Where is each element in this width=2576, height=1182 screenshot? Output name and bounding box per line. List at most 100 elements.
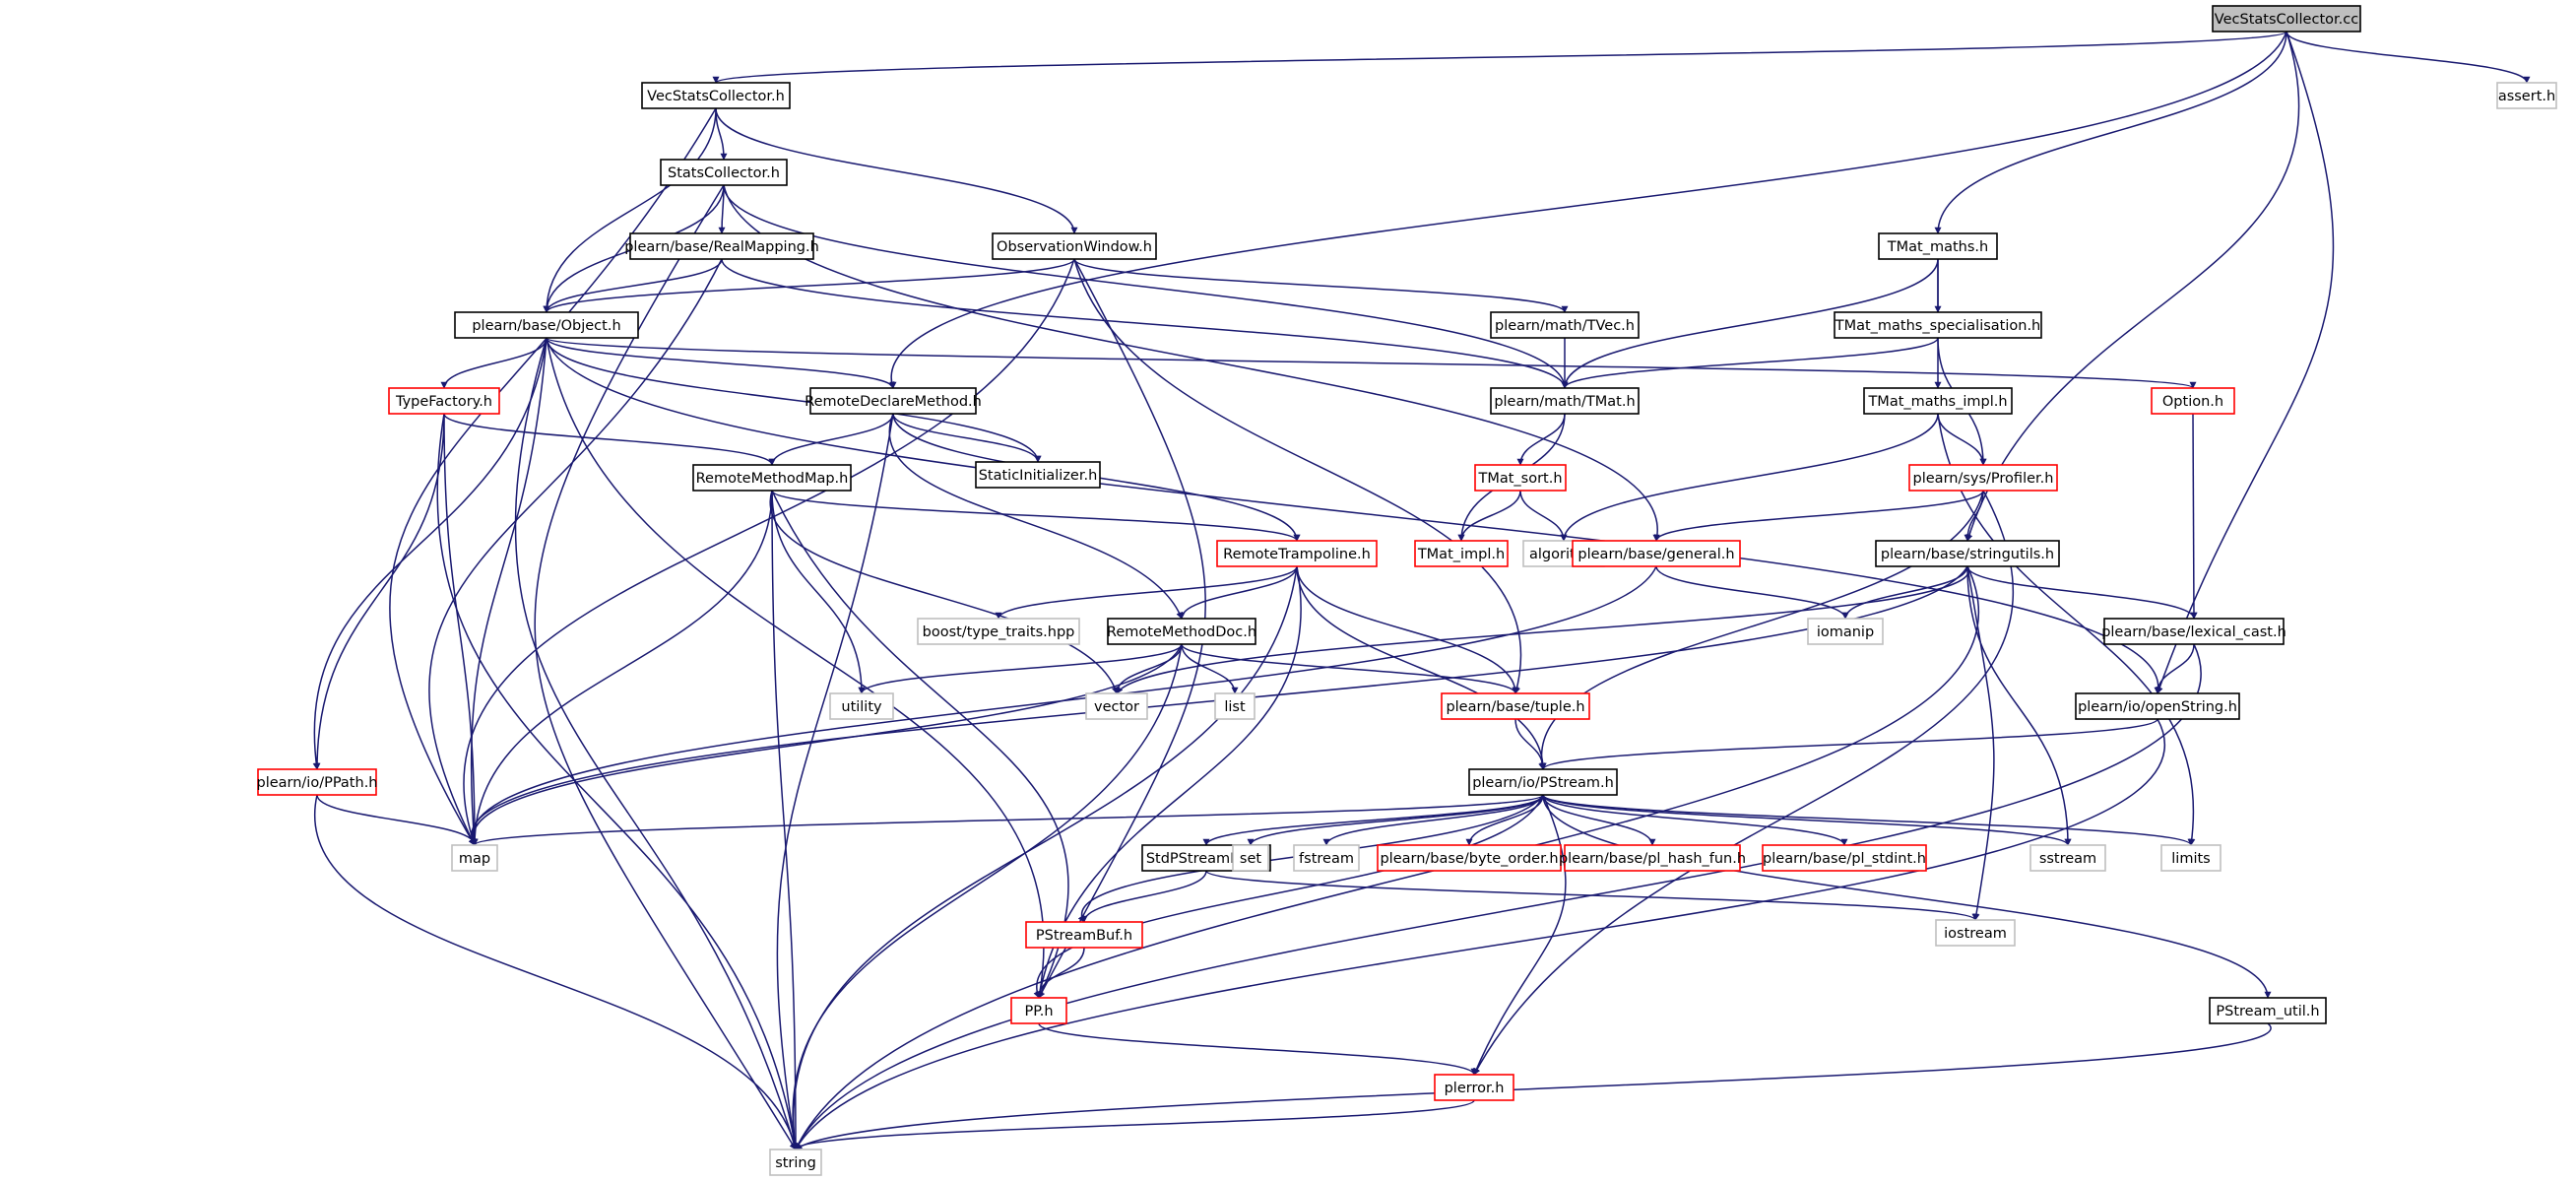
node-assert_h: assert.h (2496, 82, 2557, 109)
edge-stdpstreambuf-to-iostream (1205, 870, 1979, 921)
node-tmat_impl[interactable]: TMat_maths_impl.h (1863, 387, 2013, 415)
tmat_sort-label: TMat_sort.h (1477, 471, 1562, 487)
edge-profiler-to-pstream_h (1538, 490, 1984, 770)
node-pstream_h[interactable]: plearn/io/PStream.h (1468, 768, 1618, 796)
node-ppath_h[interactable]: plearn/io/PPath.h (256, 768, 378, 796)
dependency-edge (1202, 794, 1544, 846)
node-option_h[interactable]: Option.h (2151, 387, 2235, 415)
remotetramp-box (1216, 540, 1378, 567)
limits-box (2160, 844, 2222, 872)
profiler-label: plearn/sys/Profiler.h (1913, 471, 2054, 487)
typefactory-box (388, 387, 500, 415)
node-stringutils[interactable]: plearn/base/stringutils.h (1875, 540, 2060, 567)
dependency-edge (1538, 490, 1984, 770)
node-iostream: iostream (1935, 919, 2016, 947)
pl_stdint-box (1762, 844, 1927, 872)
ppath_h-box (257, 768, 377, 796)
node-tmat_spec[interactable]: TMat_maths_specialisation.h (1834, 311, 2042, 339)
node-byte_order[interactable]: plearn/base/byte_order.h (1377, 844, 1562, 872)
node-object_h[interactable]: plearn/base/Object.h (454, 311, 639, 339)
remotetramp-label: RemoteTrampoline.h (1223, 547, 1371, 562)
dependency-edge (546, 337, 1045, 999)
edge-vsc_cc-to-stringutils (1965, 31, 2300, 542)
edge-vsc_h-to-object_h (543, 107, 717, 313)
node-remotedoc[interactable]: RemoteMethodDoc.h (1107, 618, 1256, 645)
dependency-edge (2286, 31, 2531, 84)
string-box (769, 1149, 822, 1176)
tmat_impl2-box (1414, 540, 1509, 567)
vector-box (1085, 692, 1148, 720)
node-remotedecl[interactable]: RemoteDeclareMethod.h (805, 387, 982, 415)
node-pstreambuf[interactable]: PStreamBuf.h (1025, 921, 1143, 949)
node-staticinit[interactable]: StaticInitializer.h (975, 461, 1101, 489)
dependency-edge (1073, 258, 1569, 313)
dependency-edge (1937, 413, 1987, 466)
edge-profiler-to-plerror (1473, 490, 2014, 1076)
edge-typefactory-to-remotemap (443, 413, 776, 466)
edge-vsc_h-to-obswin (715, 107, 1078, 234)
edge-stringutils-to-vector (1116, 565, 1969, 694)
edge-pstream_h-to-sstream (1542, 794, 2072, 846)
node-remotemap[interactable]: RemoteMethodMap.h (692, 464, 852, 492)
node-profiler[interactable]: plearn/sys/Profiler.h (1908, 464, 2058, 492)
option_h-label: Option.h (2162, 394, 2223, 410)
node-typefactory[interactable]: TypeFactory.h (388, 387, 500, 415)
dependency-edge (1561, 258, 1939, 389)
node-limits: limits (2160, 844, 2222, 872)
edge-object_h-to-typefactory (440, 337, 547, 389)
staticinit-label: StaticInitializer.h (979, 468, 1098, 484)
dependency-edge (546, 337, 2197, 389)
dependency-edge (771, 490, 800, 1150)
node-tmat_maths[interactable]: TMat_maths.h (1878, 232, 1998, 260)
node-pl_stdint[interactable]: plearn/base/pl_stdint.h (1762, 844, 1927, 872)
node-pp_h[interactable]: PP.h (1010, 997, 1067, 1024)
node-general_h[interactable]: plearn/base/general.h (1572, 540, 1741, 567)
dependency-edge (443, 413, 479, 846)
dependency-edge (1514, 718, 1547, 770)
vector-label: vector (1094, 699, 1139, 715)
dependency-edge (471, 490, 773, 846)
edge-remotedoc-to-tuple_h (1181, 643, 1519, 694)
edge-obswin-to-tuple_h (1073, 258, 1522, 694)
dependency-edge (1465, 794, 1544, 846)
node-obswin[interactable]: ObservationWindow.h (992, 232, 1157, 260)
pl_hash-label: plearn/base/pl_hash_fun.h (1559, 851, 1746, 867)
node-realmapping[interactable]: plearn/base/RealMapping.h (624, 232, 819, 260)
node-vsc_cc[interactable]: VecStatsCollector.cc (2212, 5, 2361, 33)
edge-vsc_cc-to-tmat_maths (1934, 31, 2287, 234)
dependency-edge (1181, 643, 1239, 694)
edge-pstream_h-to-pp_h (1033, 794, 1544, 999)
node-remotetramp[interactable]: RemoteTrampoline.h (1216, 540, 1378, 567)
dependency-edge (534, 184, 797, 1150)
node-tmat_sort[interactable]: TMat_sort.h (1474, 464, 1567, 492)
dependency-edge (1519, 490, 1568, 542)
edge-pstream_h-to-byte_order (1465, 794, 1544, 846)
node-tmat_impl2[interactable]: TMat_impl.h (1414, 540, 1509, 567)
dependency-edge (469, 565, 1657, 846)
realmapping-box (629, 232, 814, 260)
node-stats_h[interactable]: StatsCollector.h (660, 159, 788, 186)
remotedoc-box (1107, 618, 1256, 645)
dependency-edge (888, 413, 1183, 620)
node-lexical_cast[interactable]: plearn/base/lexical_cast.h (2101, 618, 2286, 645)
node-openstring[interactable]: plearn/io/openString.h (2075, 692, 2240, 720)
node-iomanip: iomanip (1807, 618, 1884, 645)
node-vsc_h[interactable]: VecStatsCollector.h (641, 82, 791, 109)
edge-object_h-to-string (514, 337, 798, 1150)
edge-tmat_sort-to-algorithm (1519, 490, 1568, 542)
node-tvec_h[interactable]: plearn/math/TVec.h (1490, 311, 1640, 339)
node-tmat_h[interactable]: plearn/math/TMat.h (1490, 387, 1640, 415)
dependency-edge (543, 258, 723, 313)
node-tuple_h[interactable]: plearn/base/tuple.h (1441, 692, 1590, 720)
edge-obswin-to-object_h (543, 258, 1075, 313)
dependency-edge (546, 337, 897, 389)
edge-remotedoc-to-list (1181, 643, 1239, 694)
node-pl_hash[interactable]: plearn/base/pl_hash_fun.h (1559, 844, 1746, 872)
ppath_h-label: plearn/io/PPath.h (256, 775, 377, 791)
edge-tmat_h-to-tmat_sort (1516, 413, 1566, 466)
dependency-edge (723, 184, 1569, 389)
node-pstream_util[interactable]: PStream_util.h (2209, 997, 2327, 1024)
node-plerror[interactable]: plerror.h (1434, 1074, 1514, 1101)
